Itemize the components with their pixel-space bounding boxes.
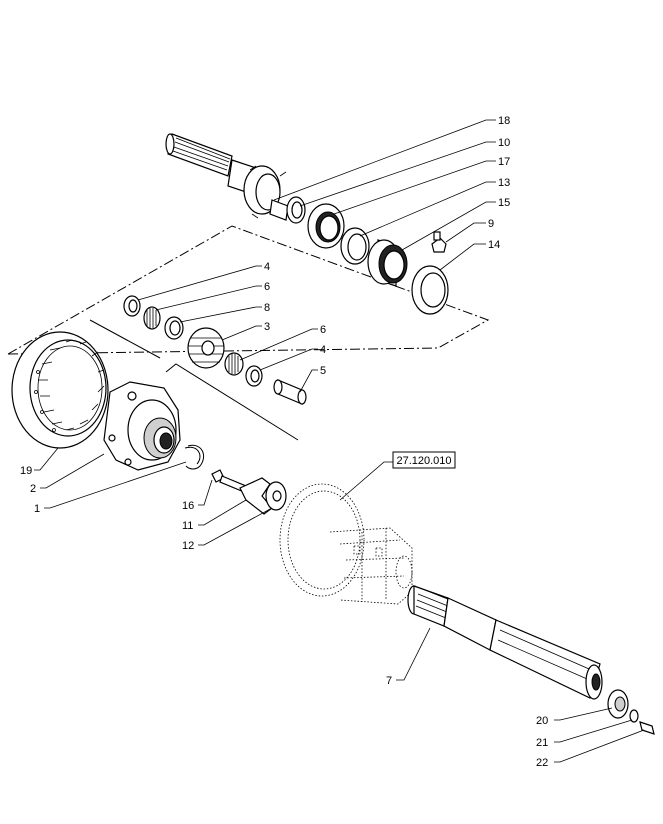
- callout-22: 22: [536, 757, 548, 769]
- seal-part-14: [411, 265, 449, 315]
- bearing-part-17: [307, 203, 345, 249]
- callout-19: 19: [20, 465, 32, 477]
- planet-gear-part-3: [187, 327, 225, 369]
- ring-part-4-lower: [245, 365, 263, 387]
- pin-part-5: [273, 379, 307, 405]
- ring-part-10: [286, 196, 306, 224]
- ring-part-13: [340, 227, 370, 265]
- callout-17: 17: [498, 156, 510, 168]
- leader-lines: [34, 119, 645, 763]
- callout-12: 12: [182, 540, 194, 552]
- callout-4-lower: 4: [320, 344, 326, 356]
- reference-housing-assembly: [279, 483, 413, 605]
- callout-5: 5: [320, 365, 326, 377]
- callout-11: 11: [182, 520, 193, 532]
- callout-6-upper: 6: [264, 281, 270, 293]
- carrier-frame-lines: [89, 319, 299, 441]
- washer-part-21: [629, 709, 639, 723]
- washer-part-12: [265, 481, 287, 511]
- callout-15: 15: [498, 197, 510, 209]
- reference-label: 27.120.010: [396, 455, 451, 467]
- callout-8: 8: [264, 302, 270, 314]
- assembly-boundary: [7, 225, 490, 355]
- callout-7: 7: [386, 675, 392, 687]
- reference-box: [392, 451, 456, 469]
- end-washer-part-20: [607, 689, 629, 719]
- needle-bearing-part-6-lower: [224, 352, 244, 376]
- planet-carrier-part-2: [103, 381, 181, 471]
- input-shaft-part-18: [165, 133, 289, 221]
- ring-gear-part-19: [11, 331, 109, 449]
- callout-13: 13: [498, 177, 510, 189]
- callout-9: 9: [488, 218, 494, 230]
- callout-4-upper: 4: [264, 261, 270, 273]
- washer-part-8: [164, 316, 184, 340]
- screw-part-22: [639, 721, 655, 735]
- callout-3: 3: [264, 321, 270, 333]
- snap-ring-part-1: [184, 444, 204, 470]
- bearing-part-15: [367, 239, 408, 287]
- ring-part-4-upper: [123, 295, 141, 317]
- callout-1: 1: [34, 503, 40, 515]
- callout-10: 10: [498, 137, 510, 149]
- callout-18: 18: [498, 115, 510, 127]
- callout-16: 16: [182, 500, 194, 512]
- grease-nipple-part-9: [431, 231, 447, 253]
- output-shaft-part-7: [407, 585, 603, 700]
- callout-2: 2: [30, 483, 36, 495]
- callout-14: 14: [488, 239, 500, 251]
- callout-20: 20: [536, 715, 548, 727]
- callout-6-lower: 6: [320, 324, 326, 336]
- needle-bearing-part-6-upper: [143, 306, 161, 330]
- callout-21: 21: [536, 737, 548, 749]
